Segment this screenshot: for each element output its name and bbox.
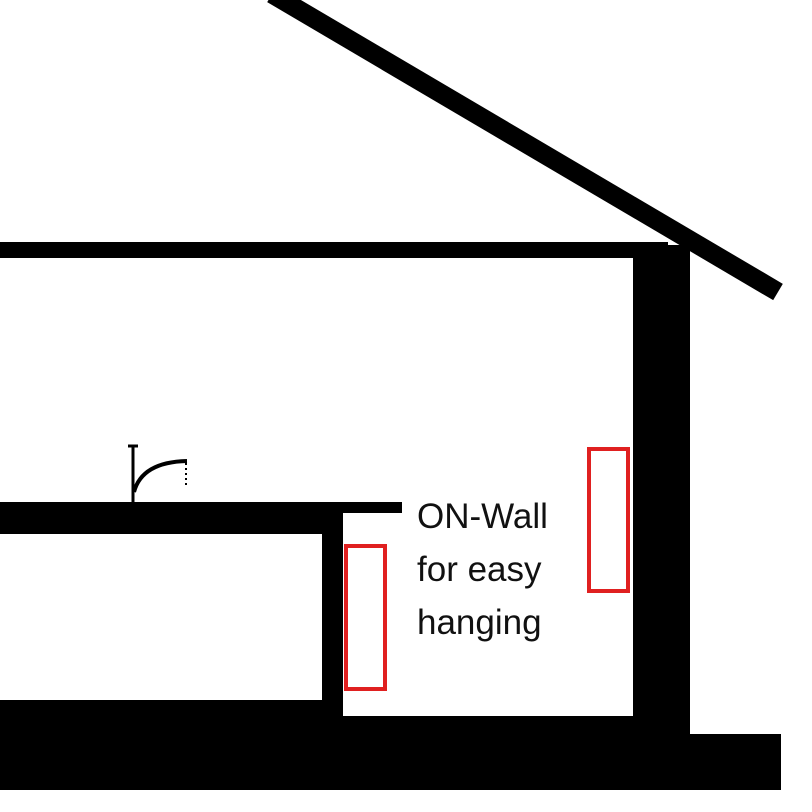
annotation-line-3: hanging bbox=[417, 603, 542, 642]
annotation-line-2: for easy bbox=[417, 550, 542, 589]
room-floor bbox=[0, 716, 690, 734]
counter-shelf bbox=[330, 502, 402, 513]
cabinet-side-wall bbox=[322, 502, 343, 718]
on-wall-unit-left bbox=[344, 544, 387, 691]
countertop bbox=[0, 502, 343, 534]
cabinet-base bbox=[0, 700, 343, 718]
on-wall-annotation: ON-Wall for easy hanging bbox=[417, 490, 548, 649]
roof-line bbox=[267, 0, 783, 301]
faucet-icon bbox=[128, 444, 188, 502]
on-wall-unit-right bbox=[587, 447, 630, 593]
ceiling bbox=[0, 242, 668, 258]
foundation-slab bbox=[0, 734, 781, 790]
annotation-line-1: ON-Wall bbox=[417, 497, 548, 536]
exterior-wall bbox=[633, 245, 690, 735]
